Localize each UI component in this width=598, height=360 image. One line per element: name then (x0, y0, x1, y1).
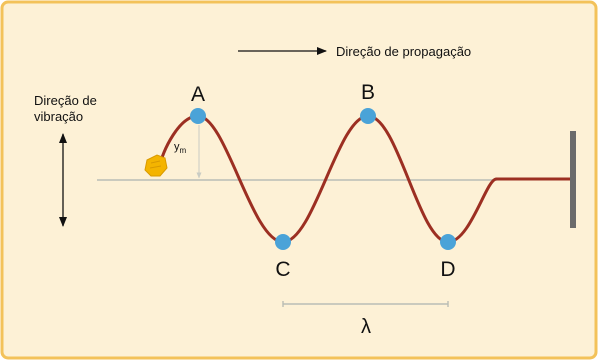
point-b (360, 108, 376, 124)
point-a (190, 108, 206, 124)
fixed-wall (570, 131, 576, 228)
vibration-label-line1: Direção de (34, 93, 97, 108)
amplitude-label: ym (174, 141, 187, 155)
point-c-label: C (275, 258, 290, 281)
vibration-label-line2: vibração (34, 109, 83, 124)
point-d-label: D (440, 258, 455, 281)
point-a-label: A (191, 83, 205, 106)
wavelength-symbol: λ (361, 316, 371, 338)
point-d (440, 234, 456, 250)
point-c (275, 234, 291, 250)
point-b-label: B (361, 81, 375, 104)
propagation-label: Direção de propagação (336, 44, 471, 59)
hand-icon (144, 154, 168, 177)
